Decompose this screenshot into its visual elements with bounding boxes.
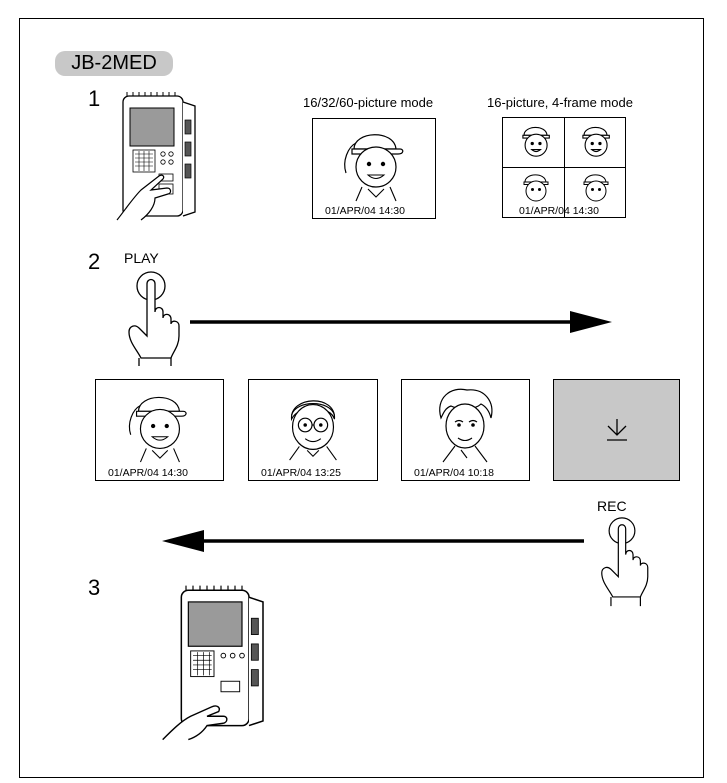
playback-frame-2: 01/APR/04 13:25 <box>248 379 378 481</box>
worker-face-icon <box>523 174 549 202</box>
playback-timestamp-1: 01/APR/04 14:30 <box>108 467 188 479</box>
single-mode-frame: 01/APR/04 14:30 <box>312 118 436 219</box>
single-mode-label: 16/32/60-picture mode <box>303 95 434 110</box>
worker-face-icon <box>128 396 187 463</box>
worker-face-icon <box>582 126 610 157</box>
single-mode-timestamp: 01/APR/04 14:30 <box>325 205 405 217</box>
rec-button-label: REC <box>597 498 627 514</box>
record-arrow-icon <box>607 419 627 441</box>
quad-mode-timestamp: 01/APR/04 14:30 <box>519 205 599 217</box>
playback-timestamp-2: 01/APR/04 13:25 <box>261 467 341 479</box>
worker-face-icon <box>583 174 609 202</box>
quad-mode-frame: 01/APR/04 14:30 <box>502 117 626 218</box>
arrow-right-icon <box>190 311 612 333</box>
playback-timestamp-3: 01/APR/04 10:18 <box>414 467 494 479</box>
record-slot-frame <box>553 379 680 481</box>
woman-face-icon <box>439 388 493 463</box>
arrow-left-icon <box>162 530 584 552</box>
step-1-number: 1 <box>88 86 101 111</box>
monitor-device-icon <box>116 92 196 221</box>
worker-face-icon <box>344 134 404 202</box>
page-frame <box>19 18 704 778</box>
man-glasses-face-icon <box>289 400 337 461</box>
play-button-hand-icon[interactable] <box>125 270 185 370</box>
playback-frame-3: 01/APR/04 10:18 <box>401 379 530 481</box>
model-badge: JB-2MED <box>55 51 173 76</box>
monitor-device-icon <box>162 585 264 741</box>
worker-face-icon <box>522 126 550 157</box>
step-3-number: 3 <box>88 575 101 600</box>
rec-button-hand-icon[interactable] <box>592 516 652 608</box>
playback-frame-1: 01/APR/04 14:30 <box>95 379 224 481</box>
quad-mode-label: 16-picture, 4-frame mode <box>487 95 633 110</box>
play-button-label: PLAY <box>124 250 159 266</box>
step-2-number: 2 <box>88 249 101 274</box>
